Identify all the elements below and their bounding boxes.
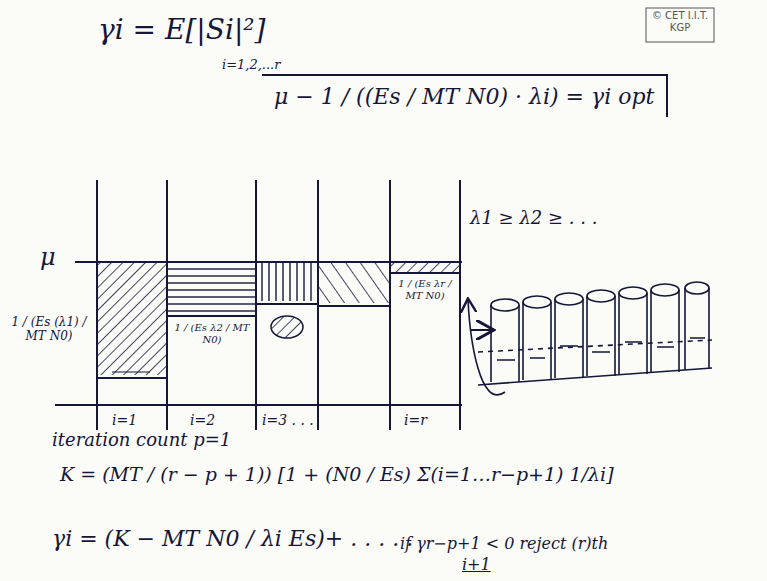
handwritten-label: μ — [40, 244, 56, 272]
handwritten-label: i=r — [404, 412, 427, 428]
handwritten-label: 1 / (Es (λ1) / MT N0) — [6, 316, 92, 344]
handwritten-label: i=3 . . . — [262, 412, 314, 428]
handwritten-label: i=1,2,...r — [222, 58, 280, 73]
handwritten-label: © CET I.I.T. KGP — [650, 10, 710, 33]
handwritten-label: γi = (K − MT N0 / λi Es)+ . . . . . — [52, 526, 413, 551]
handwritten-label: 1 / (Es λr / MT N0) — [393, 278, 457, 301]
handwritten-label: i=2 — [190, 412, 215, 428]
handwritten-label: iteration count p=1 — [52, 430, 231, 451]
handwritten-label: if γr−p+1 < 0 reject (r)th — [400, 535, 608, 553]
handwritten-label: 1 / (Es λ2 / MT N0) — [170, 322, 254, 345]
formula-text: μ − 1 / ((Es / MT N0) · λi) = γi opt — [274, 84, 654, 109]
handwritten-label: γi = E[|Si|²] — [98, 14, 265, 46]
handwritten-label: i+1 — [462, 556, 491, 574]
handwritten-label: i=1 — [112, 412, 137, 428]
handwritten-label: K = (MT / (r − p + 1)) [1 + (N0 / Es) Σ(… — [60, 464, 614, 486]
boxed-formula: μ − 1 / ((Es / MT N0) · λi) = γi opt — [262, 74, 668, 117]
handwritten-label: λ1 ≥ λ2 ≥ . . . — [470, 208, 597, 229]
